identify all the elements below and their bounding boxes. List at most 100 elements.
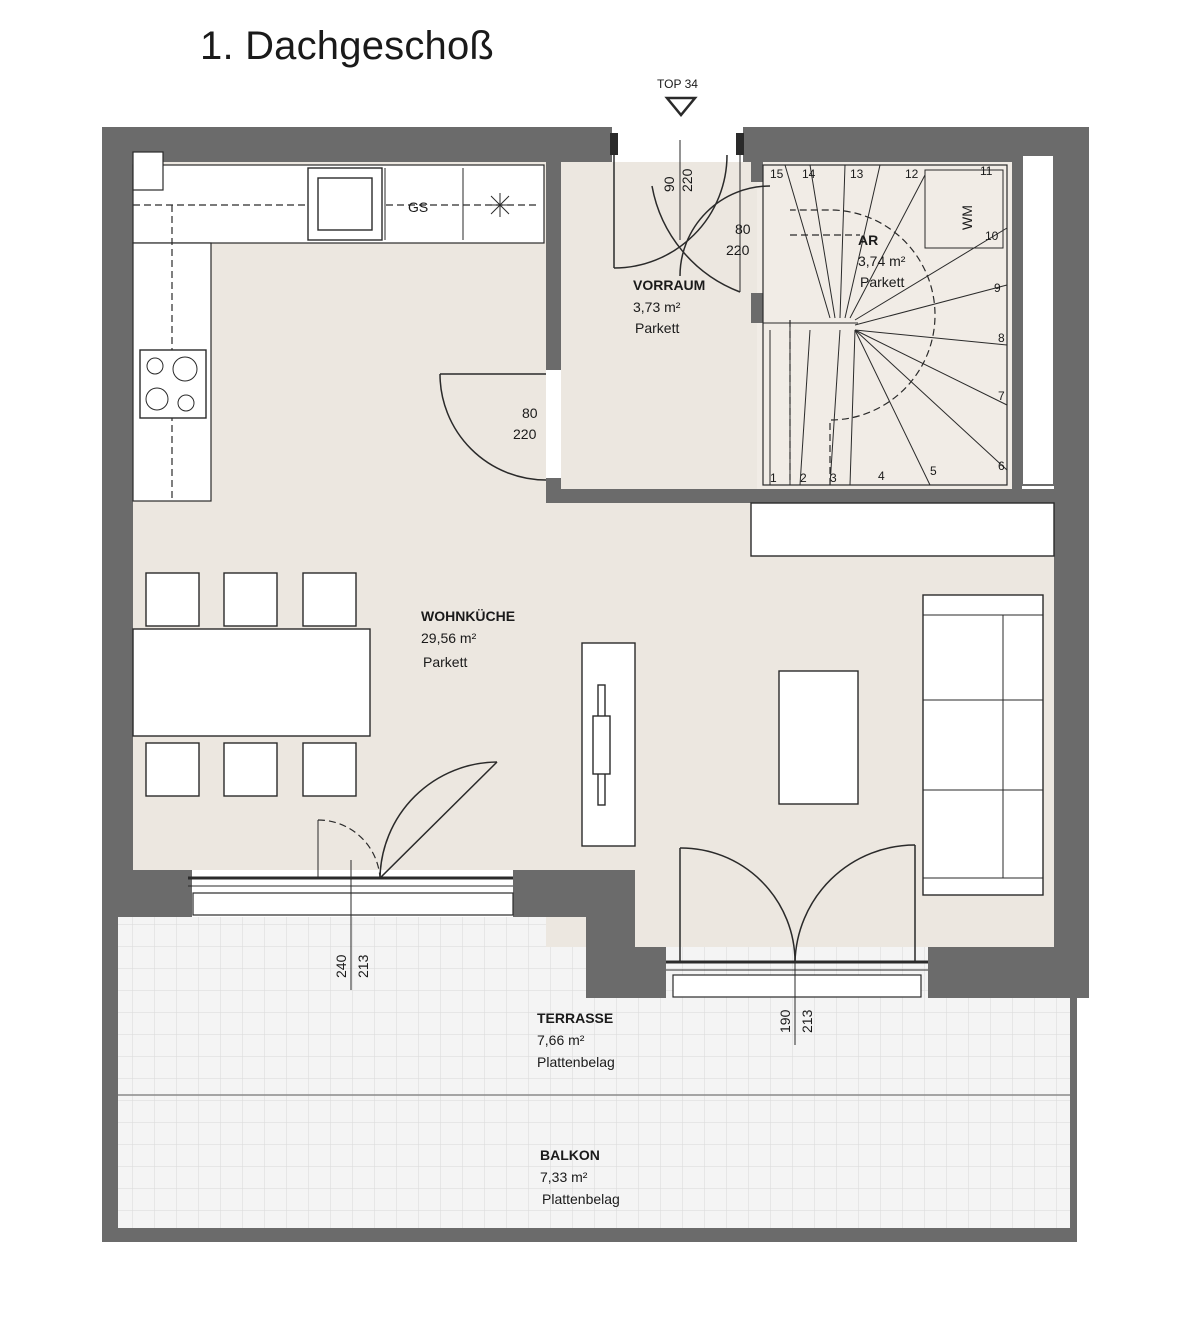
cooktop <box>139 349 207 419</box>
chair <box>223 742 278 797</box>
room-name-vorraum: VORRAUM <box>633 277 705 293</box>
terrace-door-left-leaf <box>379 761 498 879</box>
wall-stair-divider-low <box>751 293 763 323</box>
room-name-ar: AR <box>858 232 878 248</box>
stair-step-number: 14 <box>802 167 816 181</box>
door-height: 213 <box>799 1009 815 1033</box>
sideboard <box>750 502 1055 557</box>
chair <box>145 572 200 627</box>
door-height: 220 <box>679 168 695 192</box>
terrace-door-left-swing <box>379 761 498 879</box>
chimney <box>1021 154 1055 486</box>
stair-outline <box>762 164 1008 486</box>
entrance-jamb <box>736 133 744 155</box>
dishwasher-label: GS <box>408 199 428 215</box>
dining-set <box>132 572 371 797</box>
wall-vorraum-bottom <box>546 489 1054 503</box>
door-width: 80 <box>735 221 751 237</box>
stair-step-number: 12 <box>905 167 919 181</box>
stair-step-number: 11 <box>980 164 993 178</box>
balcony-paving <box>118 1095 1070 1230</box>
entrance-swing-right <box>651 185 741 293</box>
stair-step-number: 2 <box>800 471 807 485</box>
room-area-balkon: 7,33 m² <box>540 1169 588 1185</box>
door-height: 220 <box>513 426 537 442</box>
chair <box>302 742 357 797</box>
stair-step-number: 1 <box>770 471 777 485</box>
plan-title: 1. Dachgeschoß <box>200 24 495 68</box>
room-floor-terrasse: Plattenbelag <box>537 1054 615 1070</box>
stair-step-number: 9 <box>994 281 1001 295</box>
ar-door-swing <box>679 185 771 277</box>
room-area-wohnkueche: 29,56 m² <box>421 630 477 646</box>
room-name-terrasse: TERRASSE <box>537 1010 613 1026</box>
chair <box>145 742 200 797</box>
room-area-vorraum: 3,73 m² <box>633 299 681 315</box>
stair-walkline <box>790 209 936 485</box>
sofa <box>922 594 1044 896</box>
stair-floor <box>757 162 1012 489</box>
door-height: 213 <box>355 954 371 978</box>
wall-stair-divider <box>751 162 763 182</box>
stair-step-number: 10 <box>985 229 999 243</box>
wall-bottom-right <box>928 947 1089 998</box>
living-furniture <box>581 502 1055 896</box>
stair-step-number: 13 <box>850 167 864 181</box>
balcony-parapet-left <box>102 900 118 1242</box>
living-door-swing <box>439 373 547 481</box>
entrance-swing <box>613 154 728 269</box>
door-width: 240 <box>333 954 349 978</box>
kitchen-counter: GS <box>132 151 545 502</box>
burner-icon <box>177 394 195 412</box>
room-floor-vorraum: Parkett <box>635 320 679 336</box>
vorraum-floor <box>561 162 757 495</box>
chair <box>223 572 278 627</box>
wall-partition-kitchen <box>546 162 561 370</box>
room-labels: VORRAUM 3,73 m² Parkett AR 3,74 m² Parke… <box>421 232 906 1207</box>
staircase: 1 2 3 4 5 6 7 8 9 10 11 12 13 14 15 WM <box>762 164 1008 486</box>
dining-table <box>132 628 371 737</box>
stair-step-number: 3 <box>830 471 837 485</box>
sink-icon <box>488 193 512 217</box>
stair-step-number: 5 <box>930 464 937 478</box>
coffee-table <box>778 670 859 805</box>
oven-inner <box>317 177 373 231</box>
entrance-label: TOP 34 <box>657 77 698 91</box>
washing-machine-label: WM <box>959 205 975 230</box>
stair-step-number: 7 <box>998 389 1005 403</box>
burner-icon <box>172 356 198 382</box>
room-area-terrasse: 7,66 m² <box>537 1032 585 1048</box>
window-sill-right <box>672 974 922 998</box>
room-floor-balkon: Plattenbelag <box>542 1191 620 1207</box>
room-floor-wohnkueche: Parkett <box>423 654 467 670</box>
stair-step-number: 8 <box>998 331 1005 345</box>
entrance-jamb <box>610 133 618 155</box>
door-width: 90 <box>661 176 677 192</box>
room-name-wohnkueche: WOHNKÜCHE <box>421 608 515 624</box>
burner-icon <box>146 357 164 375</box>
door-height: 220 <box>726 242 750 258</box>
wall-right <box>1054 127 1089 977</box>
wall-left <box>102 127 133 897</box>
terrace-door-right-swing <box>679 847 796 963</box>
wall-bottom-left <box>102 870 192 917</box>
wall-top-left <box>102 127 612 162</box>
room-floor-ar: Parkett <box>860 274 904 290</box>
door-width: 190 <box>777 1009 793 1033</box>
wm-box <box>924 169 1004 249</box>
stair-treads <box>769 164 1008 486</box>
balcony-parapet-bottom <box>102 1228 1077 1242</box>
terrace-door-right-swing2 <box>794 844 916 963</box>
room-area-ar: 3,74 m² <box>858 253 906 269</box>
entrance-arrow-icon <box>664 96 698 117</box>
chair <box>302 572 357 627</box>
door-dimensions: 90 220 80 220 80 220 240 213 190 213 <box>333 140 815 1045</box>
tv-stand <box>592 715 611 775</box>
room-name-balkon: BALKON <box>540 1147 600 1163</box>
door-width: 80 <box>522 405 538 421</box>
doors <box>317 133 916 963</box>
burner-icon <box>145 387 169 411</box>
stair-step-number: 6 <box>998 459 1005 473</box>
terrace-door-left-small <box>317 819 381 879</box>
